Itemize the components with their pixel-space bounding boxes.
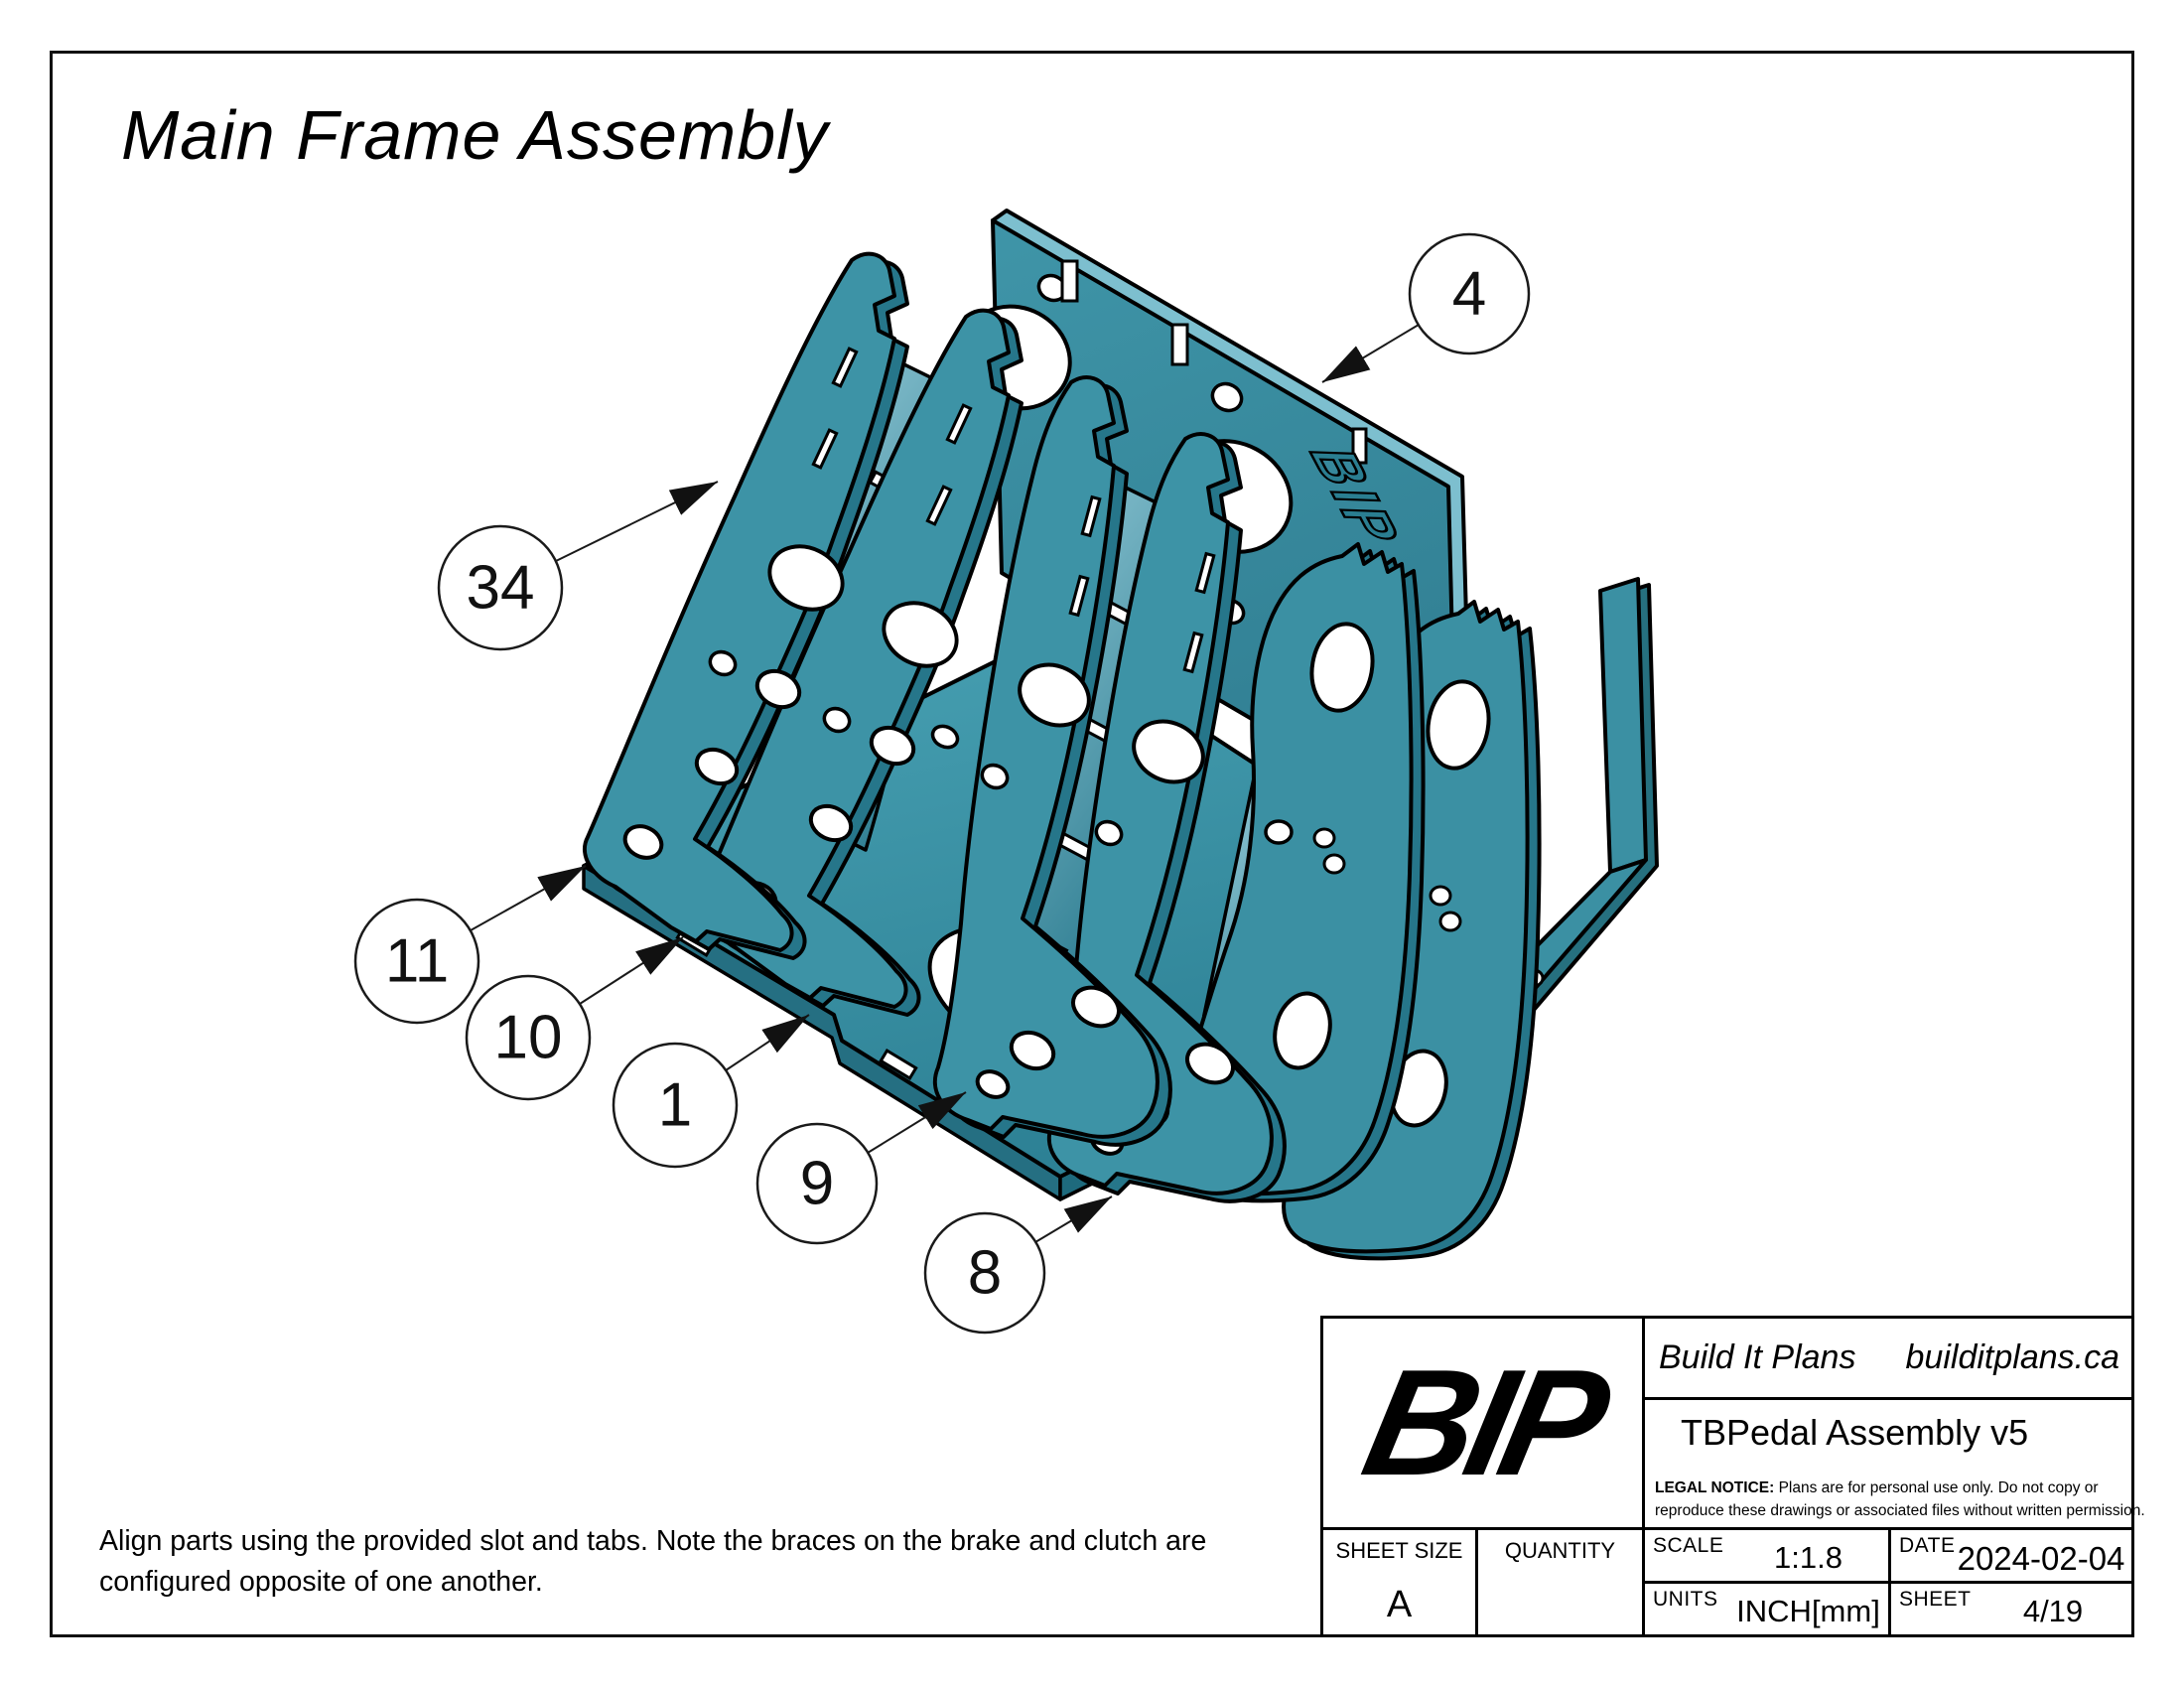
sheet-number-label: SHEET	[1899, 1588, 1972, 1611]
quantity-label: QUANTITY	[1504, 1538, 1616, 1563]
legal-line1: LEGAL NOTICE: Plans are for personal use…	[1655, 1477, 2145, 1499]
balloon-9: 9	[755, 1091, 967, 1245]
units-value: INCH[mm]	[1736, 1594, 1880, 1628]
company-website: builditplans.ca	[1905, 1338, 2119, 1376]
logo-cell: BIP	[1323, 1319, 1645, 1527]
units-cell: UNITS INCH[mm]	[1645, 1584, 1891, 1634]
sheet-size-value: A	[1386, 1584, 1413, 1625]
balloon-8-label: 8	[968, 1239, 1002, 1308]
bip-logo: BIP	[1350, 1337, 1615, 1507]
balloon-9-label: 9	[800, 1150, 834, 1218]
balloon-11-label: 11	[385, 927, 449, 996]
company-name: Build It Plans	[1659, 1338, 1856, 1376]
balloon-4: 4	[1321, 232, 1531, 383]
main-frame-assembly-model: BIP	[582, 209, 1659, 1261]
sheet-number-value: 4/19	[2022, 1594, 2084, 1628]
assembly-note: Align parts using the provided slot and …	[99, 1521, 1206, 1603]
scale-value: 1:1.8	[1774, 1540, 1843, 1575]
balloon-10-label: 10	[494, 1004, 563, 1072]
sheet-size-label: SHEET SIZE	[1335, 1538, 1463, 1563]
legal-notice: LEGAL NOTICE: Plans are for personal use…	[1655, 1477, 2145, 1522]
date-value: 2024-02-04	[1957, 1540, 2125, 1577]
date-cell: DATE 2024-02-04	[1891, 1527, 2131, 1584]
balloon-10: 10	[465, 936, 684, 1101]
sheet-number-cell: SHEET 4/19	[1891, 1584, 2131, 1634]
balloon-1: 1	[612, 1014, 810, 1169]
part-title-cell: TBPedal Assembly v5 LEGAL NOTICE: Plans …	[1645, 1400, 2145, 1527]
title-block: BIP Build It Plans builditplans.ca TBPed…	[1320, 1316, 2145, 1637]
balloon-34-label: 34	[467, 554, 535, 623]
scale-cell: SCALE 1:1.8	[1645, 1527, 1891, 1584]
balloon-1-label: 1	[658, 1071, 692, 1140]
part-title: TBPedal Assembly v5	[1681, 1412, 2029, 1453]
quantity-cell: QUANTITY	[1478, 1527, 1645, 1634]
assembly-note-line1: Align parts using the provided slot and …	[99, 1525, 1207, 1557]
legal-label: LEGAL NOTICE:	[1655, 1479, 1775, 1496]
sheet-size-cell: SHEET SIZE A	[1323, 1527, 1478, 1634]
balloon-callouts: 4 34 11 10 1	[353, 232, 1531, 1335]
legal-line2: reproduce these drawings or associated f…	[1655, 1502, 2145, 1519]
balloon-34: 34	[437, 481, 719, 651]
page-title: Main Frame Assembly	[121, 96, 829, 174]
company-row: Build It Plans builditplans.ca	[1645, 1319, 2131, 1400]
date-label: DATE	[1899, 1534, 1956, 1557]
balloon-8: 8	[923, 1196, 1113, 1335]
scale-label: SCALE	[1653, 1534, 1724, 1557]
balloon-11: 11	[353, 865, 587, 1025]
legal-rest: Plans are for personal use only. Do not …	[1774, 1479, 2099, 1496]
units-label: UNITS	[1653, 1588, 1718, 1611]
balloon-4-label: 4	[1452, 260, 1486, 329]
assembly-note-line2: configured opposite of one another.	[99, 1566, 543, 1598]
